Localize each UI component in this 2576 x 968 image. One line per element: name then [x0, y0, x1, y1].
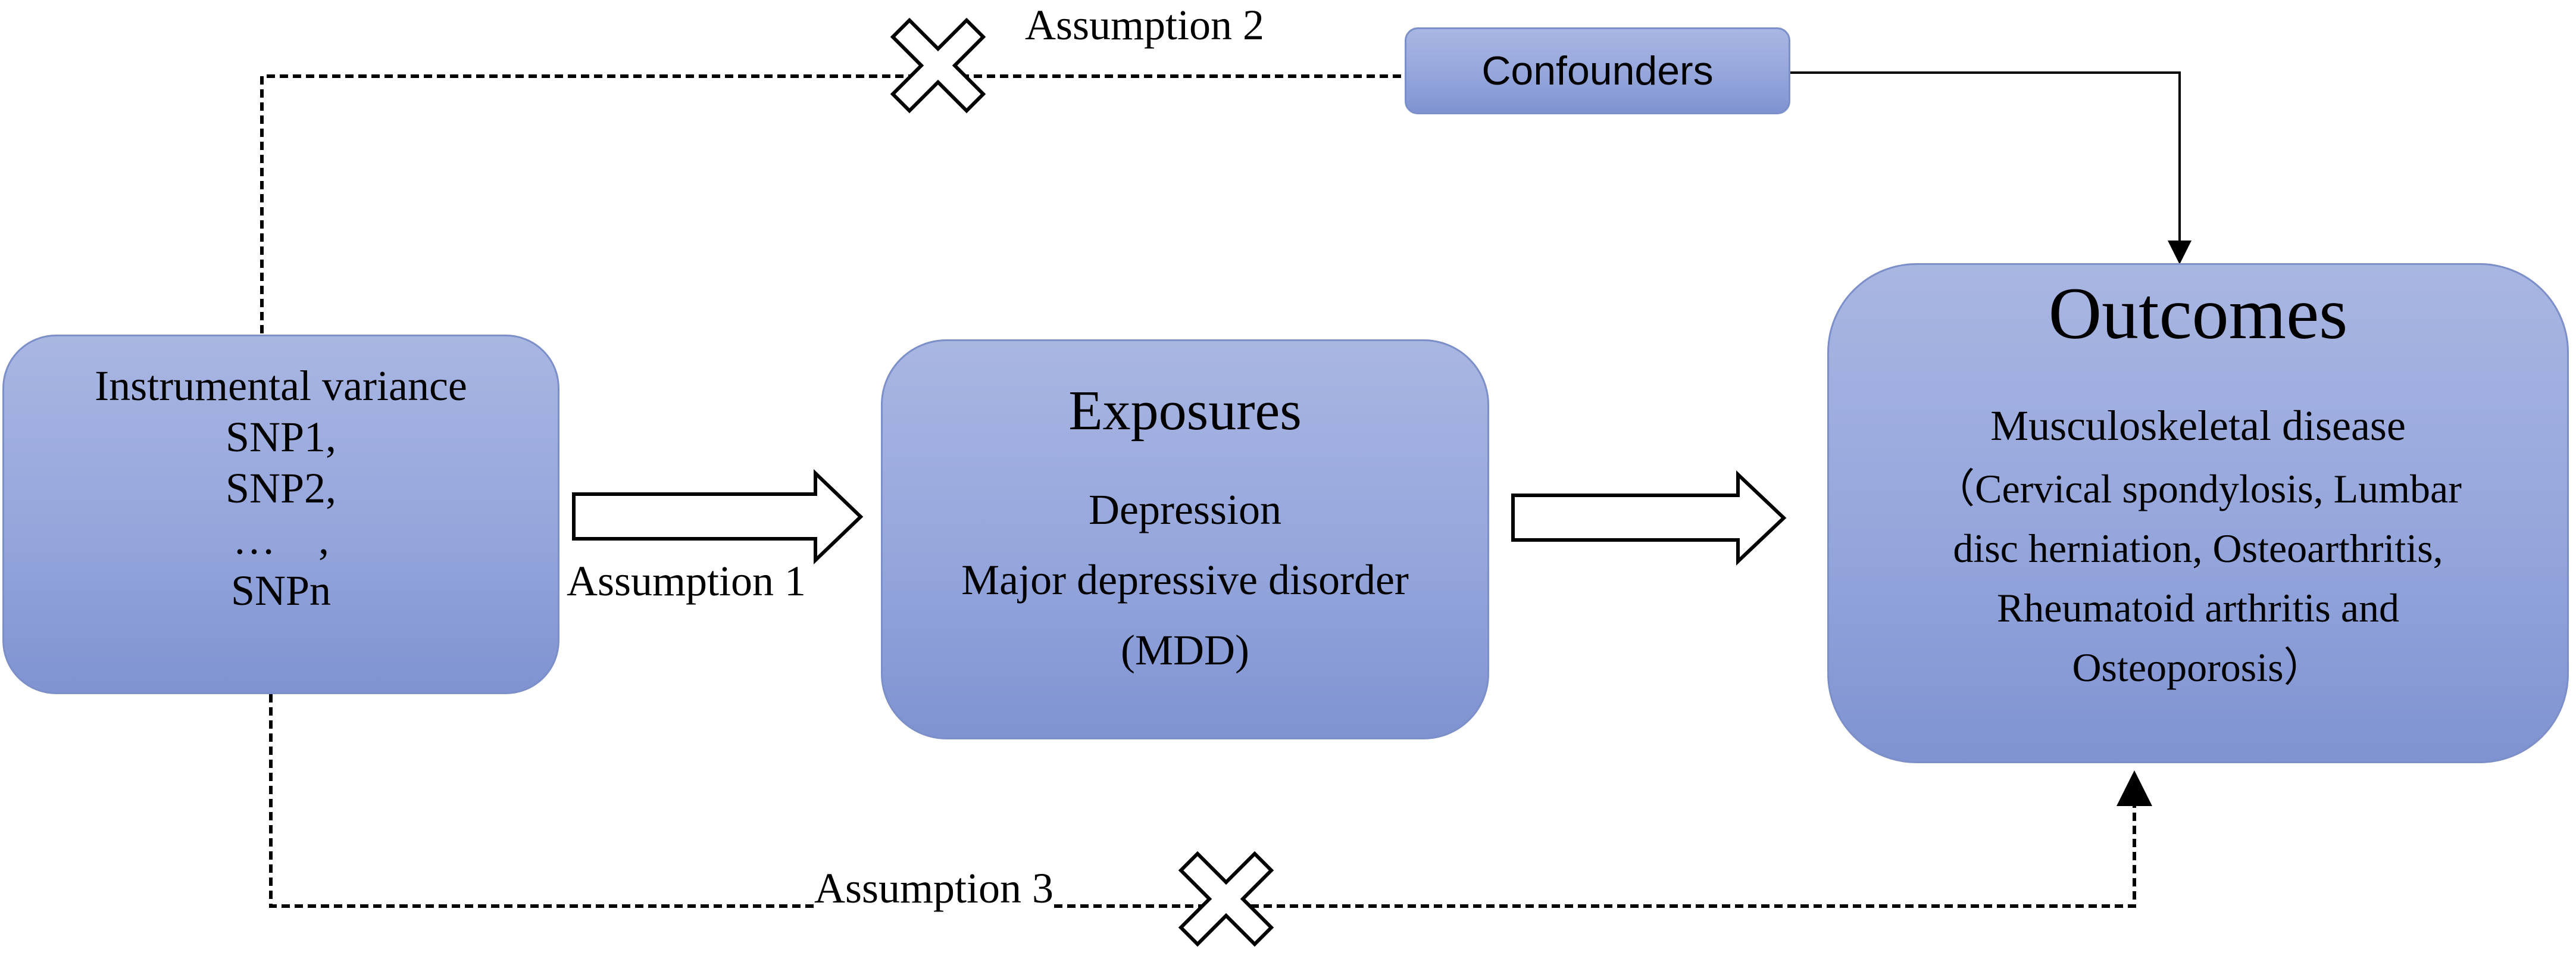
assumption-2-label: Assumption 2 [1025, 1, 1265, 49]
exposure-line-2: Major depressive disorder [961, 556, 1409, 604]
assumption-3-label: Assumption 3 [814, 863, 1054, 913]
exposure-line-3: (MDD) [1121, 626, 1249, 674]
assumption-1-label: Assumption 1 [567, 557, 806, 605]
assumption-2-path [260, 74, 1405, 333]
exposure-line-1: Depression [1089, 486, 1281, 533]
confounders-box: Confounders [1405, 27, 1790, 114]
snp-item-2: SNP2, [225, 464, 337, 512]
exposures-box: Exposures Depression Major depressive di… [881, 339, 1489, 739]
block-arrow-instrument-to-exposure [572, 469, 864, 565]
snp-item-1: SNP1, [225, 413, 337, 461]
instrument-box: Instrumental variance SNP1, SNP2, … , SN… [2, 335, 559, 694]
outcomes-box: Outcomes Musculoskeletal disease （Cervic… [1827, 263, 2569, 763]
block-arrow-exposure-to-outcome [1511, 470, 1787, 566]
outcomes-subtitle: Musculoskeletal disease [1990, 402, 2406, 449]
cross-mark-assumption-3 [1178, 851, 1274, 947]
exposures-title: Exposures [1068, 380, 1302, 442]
outcome-line-3: Rheumatoid arthritis and [1996, 585, 2400, 630]
instrument-title: Instrumental variance [95, 362, 467, 410]
confounders-label: Confounders [1481, 48, 1714, 93]
outcomes-title: Outcomes [2048, 273, 2348, 354]
outcome-line-2: disc herniation, Osteoarthritis, [1953, 526, 2443, 571]
snp-item-ellipsis: … , [233, 516, 329, 563]
outcome-line-4: Osteoporosis） [2072, 645, 2324, 690]
snp-item-n: SNPn [230, 567, 332, 614]
cross-mark-assumption-2 [890, 17, 986, 114]
confounder-to-outcome-line [1789, 71, 2192, 264]
outcome-line-1: （Cervical spondylosis, Lumbar [1934, 466, 2462, 511]
